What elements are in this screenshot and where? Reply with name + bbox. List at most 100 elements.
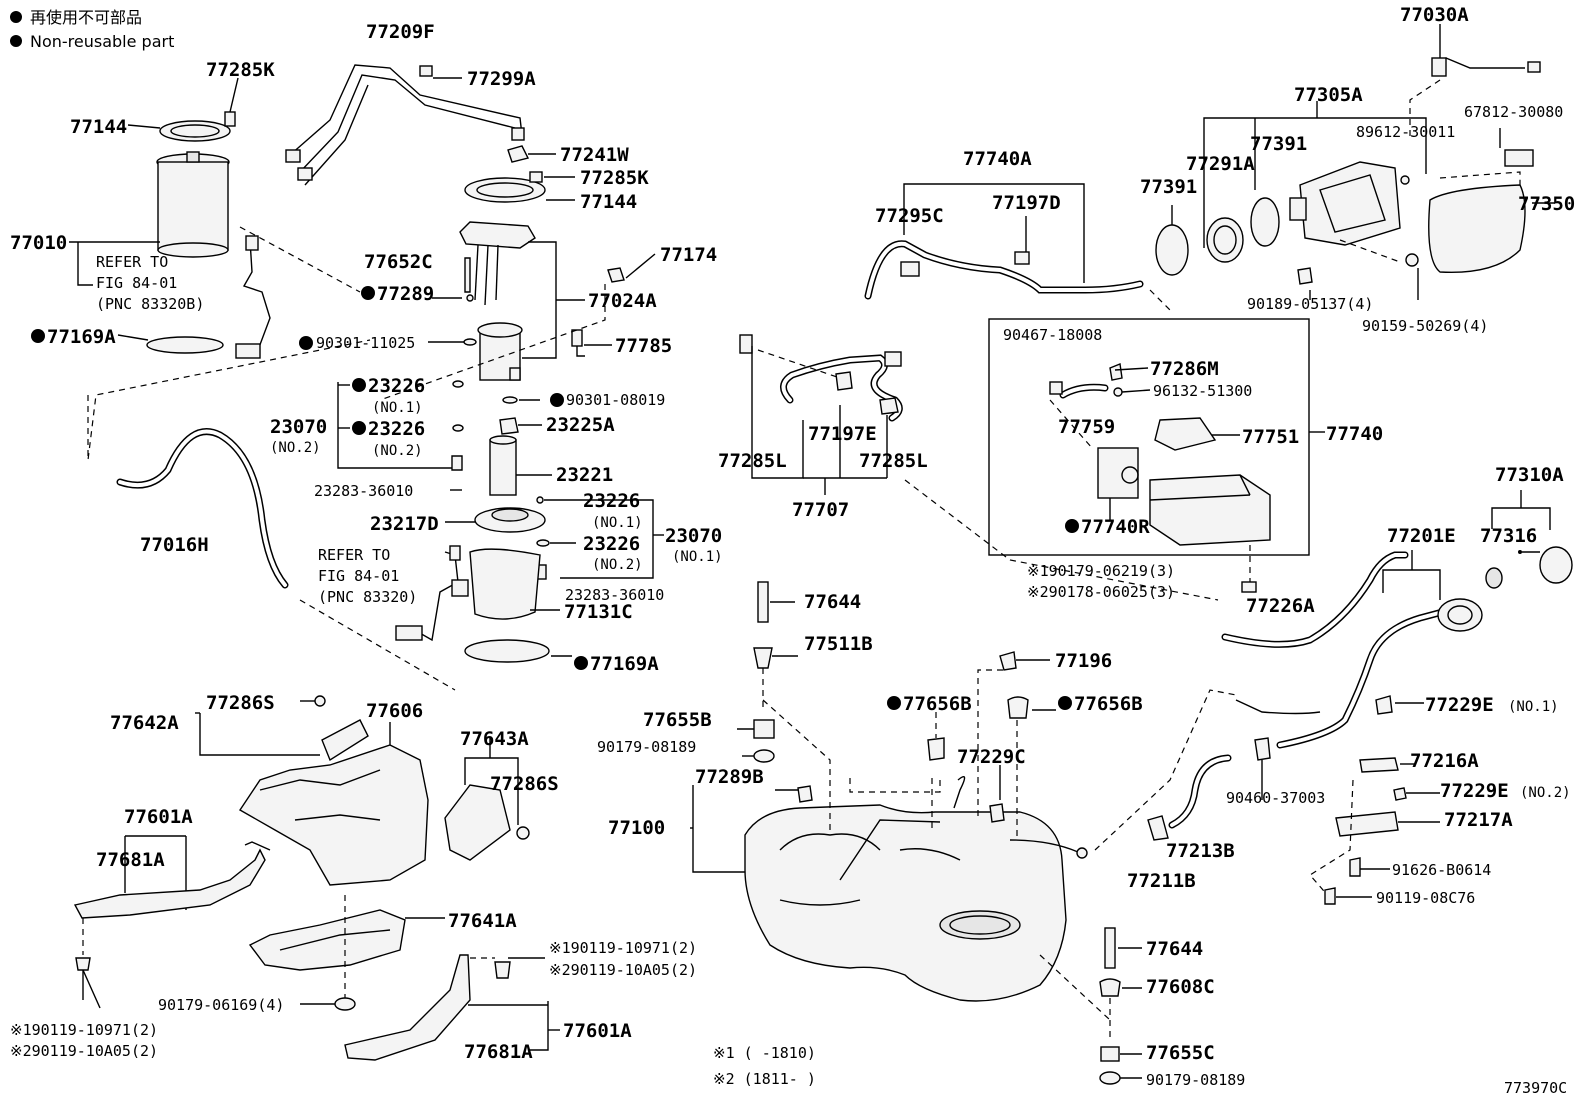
non-reusable-dot-icon [361, 286, 375, 300]
date-note-1: ※1 ( -1810) [713, 1044, 816, 1062]
fuel-filler-door-group [1155, 24, 1555, 300]
label-23217D: 23217D [370, 513, 439, 535]
non-reusable-dot-icon [299, 336, 313, 350]
label-77209F: 77209F [366, 21, 435, 43]
label-77229E: 77229E [1440, 780, 1509, 802]
label-77655B: 77655B [643, 709, 712, 731]
label-90178-06025: ※290178-06025(3) [1027, 583, 1175, 601]
canister-body [1149, 474, 1271, 546]
label-77197E: 77197E [808, 423, 877, 445]
label-89612-30011: 89612-30011 [1356, 123, 1455, 141]
label-77391: 77391 [1140, 176, 1197, 198]
label-77641A: 77641A [448, 910, 517, 932]
fuel-tank-group [690, 778, 1088, 1002]
label-90301-08019: 90301-08019 [566, 391, 665, 409]
label-77169A: 77169A [590, 653, 659, 675]
tank-fasteners-left [737, 581, 831, 832]
refer-to-text: REFER TO [318, 546, 390, 564]
label-77241W: 77241W [560, 144, 629, 166]
label-77656B: 77656B [903, 693, 972, 715]
label-77391: 77391 [1250, 133, 1307, 155]
non-reusable-dot-icon [887, 696, 901, 710]
label-77286S: 77286S [206, 692, 275, 714]
label-23226: 23226 [583, 490, 640, 512]
label-77751: 77751 [1242, 426, 1299, 448]
label-77229E: 77229E [1425, 694, 1494, 716]
label-90159-50269: 90159-50269(4) [1362, 317, 1488, 335]
label-77211B: 77211B [1127, 870, 1196, 892]
grommet-77656B [1007, 696, 1029, 719]
fuel-cap-77310A [1539, 546, 1573, 584]
gasket-ring [146, 336, 224, 354]
label-77601A: 77601A [124, 806, 193, 828]
refer-fig-text: FIG 84-01 [96, 274, 177, 292]
label-no1: (NO.1) [672, 549, 723, 565]
fuel-pump-23221 [489, 439, 517, 496]
label-77197D: 77197D [992, 192, 1061, 214]
label-77785: 77785 [615, 335, 672, 357]
label-90467-18008: 90467-18008 [1003, 326, 1102, 344]
label-77652C: 77652C [364, 251, 433, 273]
non-reusable-dot-icon [1065, 519, 1079, 533]
label-23226: 23226 [368, 418, 425, 440]
non-reusable-dot-icon [1058, 696, 1072, 710]
refer-pnc-text: (PNC 83320) [318, 588, 417, 606]
label-77295C: 77295C [875, 205, 944, 227]
vent-hose-group [864, 183, 1171, 311]
label-no2: (NO.2) [592, 557, 643, 573]
label-77707: 77707 [792, 499, 849, 521]
tank-fasteners-right [1039, 927, 1142, 1085]
label-77144: 77144 [580, 191, 637, 213]
tank-center-parts [927, 651, 1056, 840]
protector-77643A [444, 784, 511, 861]
fuel-sender-body [157, 161, 229, 251]
label-77740A: 77740A [963, 148, 1032, 170]
label-77681A: 77681A [96, 849, 165, 871]
gauge-retainer-ring [159, 120, 231, 142]
label-77681A: 77681A [464, 1041, 533, 1063]
label-23221: 23221 [556, 464, 613, 486]
label-77216A: 77216A [1410, 750, 1479, 772]
label-77196: 77196 [1055, 650, 1112, 672]
canister-box [988, 318, 1310, 556]
sender-connector [235, 343, 261, 359]
pump-flange [459, 221, 536, 249]
label-77024A: 77024A [588, 290, 657, 312]
part-labels: 77209F 77299A 77285K 77144 77241W 77285K… [10, 4, 1575, 1097]
refer-fig-text: FIG 84-01 [318, 567, 399, 585]
label-90301-11025: 90301-11025 [316, 334, 415, 352]
label-no2: (NO.2) [270, 440, 321, 456]
label-77656B: 77656B [1074, 693, 1143, 715]
label-77131C: 77131C [564, 601, 633, 623]
label-77016H: 77016H [140, 534, 209, 556]
label-77608C: 77608C [1146, 976, 1215, 998]
fuel-tank-77100 [744, 804, 1067, 1002]
label-no2: (NO.2) [372, 443, 423, 459]
label-77229C: 77229C [957, 746, 1026, 768]
label-77201E: 77201E [1387, 525, 1456, 547]
label-77759: 77759 [1058, 416, 1115, 438]
label-23226: 23226 [583, 533, 640, 555]
label-77601A: 77601A [563, 1020, 632, 1042]
non-reusable-dot-icon [352, 421, 366, 435]
fuel-pump-module [285, 64, 664, 691]
label-23226: 23226 [368, 375, 425, 397]
label-90119-08C76: 90119-08C76 [1376, 889, 1475, 907]
non-reusable-dot-icon [10, 11, 22, 23]
legend: 再使用不可部品 Non-reusable part [10, 8, 174, 51]
refer-pnc-text: (PNC 83320B) [96, 295, 204, 313]
label-77299A: 77299A [467, 68, 536, 90]
label-77740R: 77740R [1081, 516, 1150, 538]
label-23225A: 23225A [546, 414, 615, 436]
charcoal-canister-group [988, 318, 1325, 593]
band-77681A-right [344, 954, 471, 1061]
label-no2: (NO.2) [1520, 785, 1571, 801]
refer-to-text: REFER TO [96, 253, 168, 271]
label-77310A: 77310A [1495, 464, 1564, 486]
label-77285L: 77285L [859, 450, 928, 472]
label-23283-36010: 23283-36010 [565, 586, 664, 604]
fuel-hose-77707-group [739, 334, 1409, 648]
label-77100: 77100 [608, 817, 665, 839]
label-67812-30080: 67812-30080 [1464, 103, 1563, 121]
